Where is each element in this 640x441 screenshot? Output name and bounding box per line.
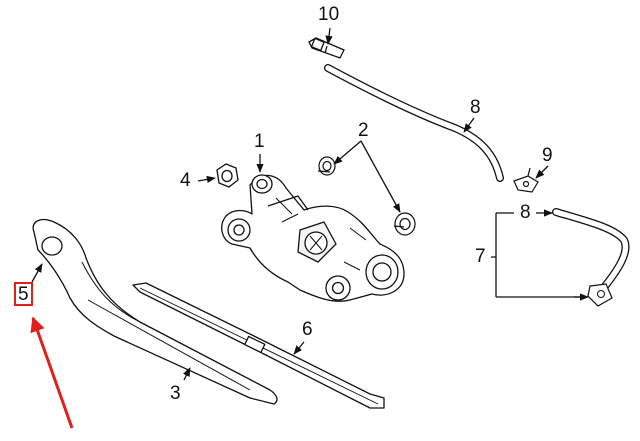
- callout-6: 6: [302, 319, 313, 340]
- connector-part-9: [513, 167, 539, 193]
- leader-2b: [360, 140, 401, 213]
- leader-4: [197, 175, 216, 184]
- callout-2: 2: [358, 120, 369, 141]
- leader-2a: [333, 140, 362, 165]
- callout-8-lower: 8: [520, 202, 531, 223]
- leader-lines: [31, 27, 589, 381]
- callout-4: 4: [180, 170, 191, 191]
- callout-1: 1: [254, 131, 265, 152]
- leader-5: [31, 263, 43, 283]
- leader-3: [183, 367, 191, 381]
- leader-9: [535, 165, 549, 179]
- nozzle-part-10: [308, 37, 345, 59]
- nut-part-4: [216, 163, 239, 188]
- leader-7-bracket: [491, 212, 586, 298]
- hose-assembly-part-7: [552, 208, 630, 307]
- grommet-part-2-lower: [393, 212, 416, 236]
- leader-10: [325, 27, 333, 45]
- leader-8-top: [463, 117, 475, 133]
- callout-10: 10: [318, 4, 340, 25]
- washer-hose-part-8: [324, 64, 504, 182]
- highlight-arrow: [30, 316, 74, 429]
- callout-8-top: 8: [470, 97, 481, 118]
- wiper-blade-part-6: [132, 282, 385, 409]
- callout-7: 7: [475, 246, 486, 267]
- callout-5-highlighted: 5: [14, 282, 33, 306]
- leader-6: [293, 341, 305, 355]
- grommet-part-2-upper: [317, 156, 336, 176]
- callout-9: 9: [542, 145, 553, 166]
- callout-3: 3: [170, 383, 181, 404]
- wiper-arm-part-3: [32, 218, 278, 405]
- wiper-motor-part-1: [221, 174, 405, 302]
